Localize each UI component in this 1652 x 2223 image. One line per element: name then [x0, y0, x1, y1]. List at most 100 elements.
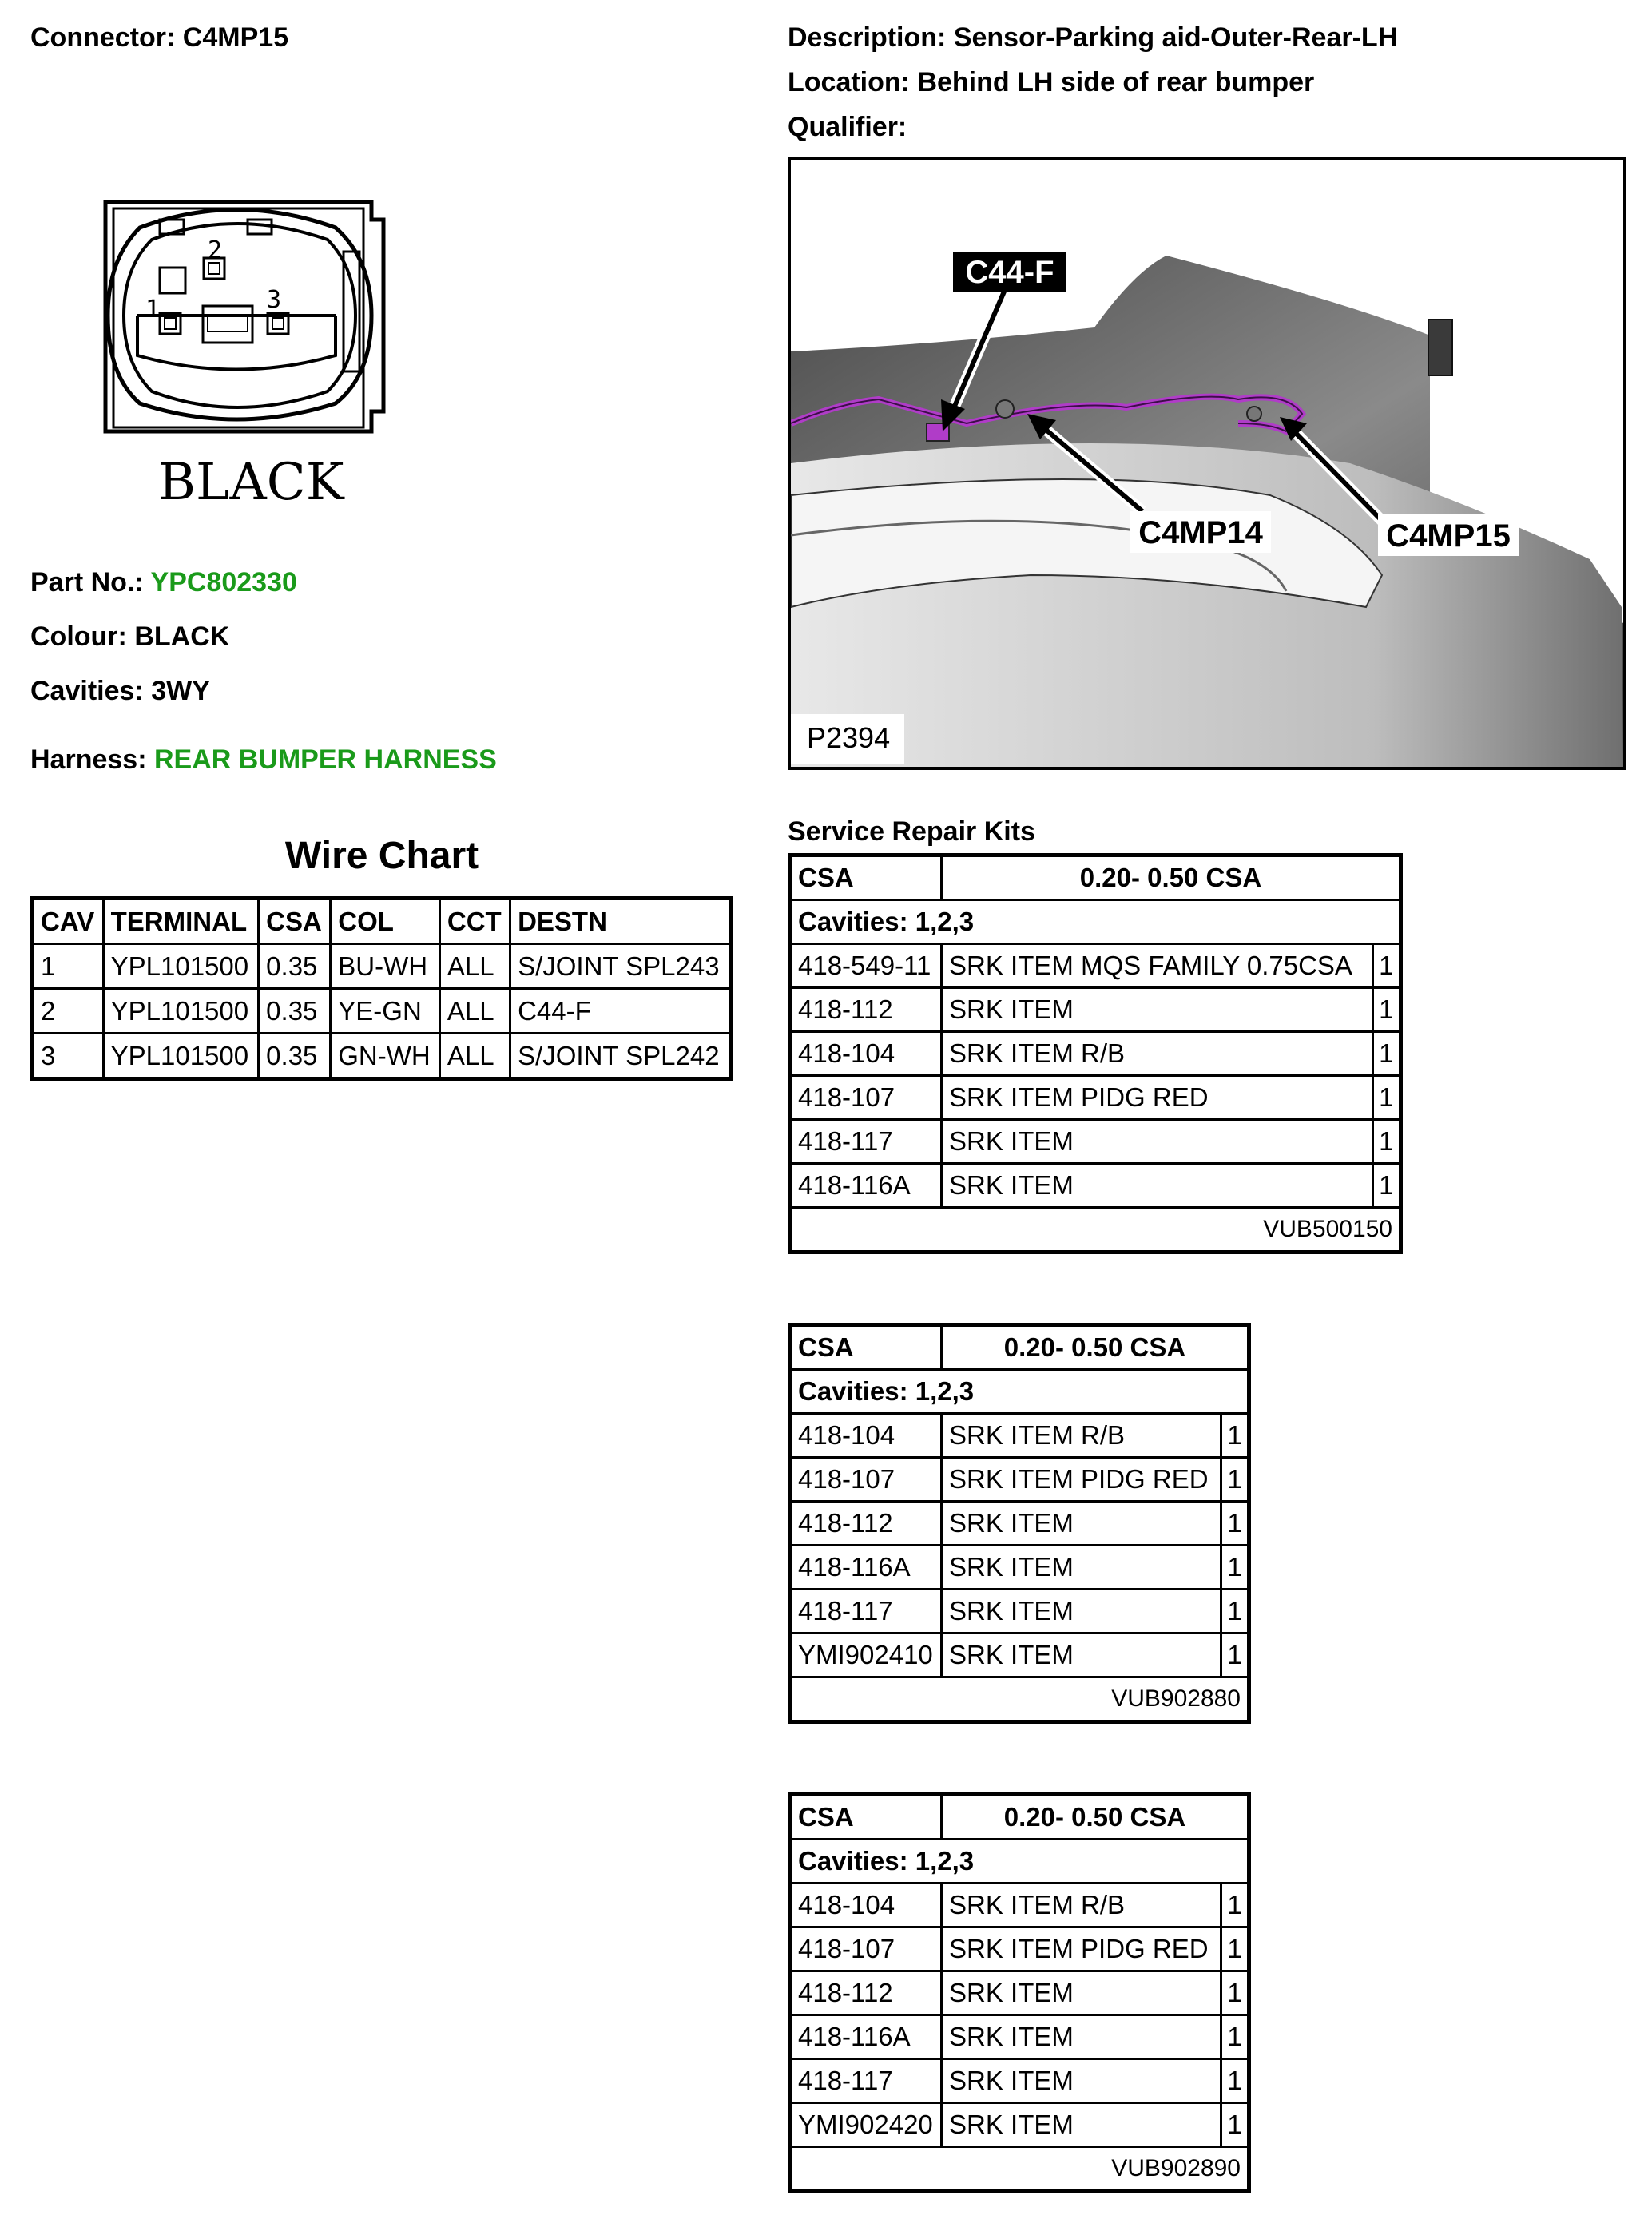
item-qty: 1 [1219, 1588, 1251, 1634]
part-code: 418-107 [788, 1926, 943, 1972]
item-desc: SRK ITEM PIDG RED [940, 1456, 1222, 1503]
part-code: 418-112 [788, 986, 943, 1033]
cell: ALL [438, 1032, 512, 1080]
cell: 0.35 [257, 987, 332, 1034]
cell: C44-F [509, 987, 733, 1034]
pin-1-label: 1 [145, 296, 160, 324]
item-desc: SRK ITEM [940, 1162, 1374, 1209]
part-code: 418-104 [788, 1412, 943, 1459]
item-qty: 1 [1371, 1074, 1403, 1121]
part-no-label: Part No.: [30, 567, 144, 597]
csa-value: 0.20- 0.50 CSA [940, 1793, 1250, 1840]
item-qty: 1 [1219, 1882, 1251, 1928]
callout-c4mp14: C4MP14 [1138, 515, 1263, 550]
part-code: 418-107 [788, 1456, 943, 1503]
location-label: Location: [788, 67, 910, 97]
qualifier-field: Qualifier: [788, 112, 907, 143]
item-desc: SRK ITEM [940, 1632, 1222, 1678]
part-code: 418-104 [788, 1030, 943, 1077]
item-desc: SRK ITEM [940, 1588, 1222, 1634]
cell: ALL [438, 943, 512, 990]
part-code: 418-117 [788, 1118, 943, 1165]
item-qty: 1 [1219, 1500, 1251, 1546]
kit-cavities: Cavities: 1,2,3 [788, 899, 1402, 945]
item-qty: 1 [1219, 1632, 1251, 1678]
item-qty: 1 [1219, 2058, 1251, 2104]
col-col: COL [329, 897, 441, 945]
bumper-illustration: C44-F C4MP14 C4MP15 P2394 [791, 252, 1623, 767]
item-qty: 1 [1371, 943, 1403, 989]
col-cct: CCT [438, 897, 512, 945]
description-field: Description: Sensor-Parking aid-Outer-Re… [788, 22, 1397, 54]
csa-label: CSA [788, 854, 943, 901]
item-desc: SRK ITEM MQS FAMILY 0.75CSA [940, 943, 1374, 989]
connector-label: Connector: [30, 22, 176, 53]
part-code: YMI902420 [788, 2102, 943, 2148]
callout-c4mp15: C4MP15 [1386, 518, 1511, 554]
item-desc: SRK ITEM [940, 2058, 1222, 2104]
part-code: 418-107 [788, 1074, 943, 1121]
table-row: 1 YPL101500 0.35 BU-WH ALL S/JOINT SPL24… [31, 943, 733, 990]
cell: S/JOINT SPL243 [509, 943, 733, 990]
item-desc: SRK ITEM PIDG RED [940, 1926, 1222, 1972]
harness-link[interactable]: REAR BUMPER HARNESS [153, 744, 497, 775]
part-code: 418-116A [788, 1544, 943, 1590]
cell: 0.35 [257, 1032, 332, 1080]
item-qty: 1 [1219, 1970, 1251, 2016]
kit-code: VUB902890 [788, 2146, 1250, 2193]
item-desc: SRK ITEM [940, 1118, 1374, 1165]
colour-field: Colour: BLACK [30, 621, 229, 653]
csa-value: 0.20- 0.50 CSA [940, 1324, 1250, 1371]
item-qty: 1 [1219, 2102, 1251, 2148]
part-code: 418-116A [788, 2014, 943, 2060]
col-csa: CSA [257, 897, 332, 945]
cell: BU-WH [329, 943, 441, 990]
cavities-field: Cavities: 3WY [30, 676, 210, 707]
item-desc: SRK ITEM [940, 1970, 1222, 2016]
kit-code: VUB902880 [788, 1676, 1250, 1723]
item-qty: 1 [1371, 1118, 1403, 1165]
item-desc: SRK ITEM R/B [940, 1030, 1374, 1077]
pin-3-label: 3 [267, 286, 281, 314]
cell: YPL101500 [101, 987, 260, 1034]
item-desc: SRK ITEM [940, 2014, 1222, 2060]
colour-value: BLACK [134, 621, 230, 652]
location-field: Location: Behind LH side of rear bumper [788, 67, 1314, 98]
part-code: 418-549-11 [788, 943, 943, 989]
part-code: 418-116A [788, 1162, 943, 1209]
cavities-value: 3WY [151, 676, 210, 706]
connector-color-text: BLACK [158, 453, 345, 512]
item-desc: SRK ITEM R/B [940, 1882, 1222, 1928]
wire-chart-table: CAV TERMINAL CSA COL CCT DESTN 1 YPL1015… [30, 896, 733, 1081]
part-code: 418-117 [788, 1588, 943, 1634]
cell: 0.35 [257, 943, 332, 990]
item-desc: SRK ITEM R/B [940, 1412, 1222, 1459]
location-photo: C44-F C4MP14 C4MP15 P2394 [788, 157, 1626, 770]
callout-c44f: C44-F [965, 255, 1054, 290]
connector-face-diagram: 2 1 3 BLACK [103, 200, 386, 512]
part-code: 418-104 [788, 1882, 943, 1928]
harness-field: Harness: REAR BUMPER HARNESS [30, 744, 497, 776]
col-terminal: TERMINAL [101, 897, 260, 945]
item-desc: SRK ITEM [940, 1544, 1222, 1590]
kit-cavities: Cavities: 1,2,3 [788, 1838, 1250, 1884]
table-row: 2 YPL101500 0.35 YE-GN ALL C44-F [31, 987, 733, 1034]
part-no-link[interactable]: YPC802330 [150, 567, 297, 597]
kit-cavities: Cavities: 1,2,3 [788, 1368, 1250, 1415]
wire-chart-header: CAV TERMINAL CSA COL CCT DESTN [31, 897, 733, 945]
description-label: Description: [788, 22, 947, 53]
